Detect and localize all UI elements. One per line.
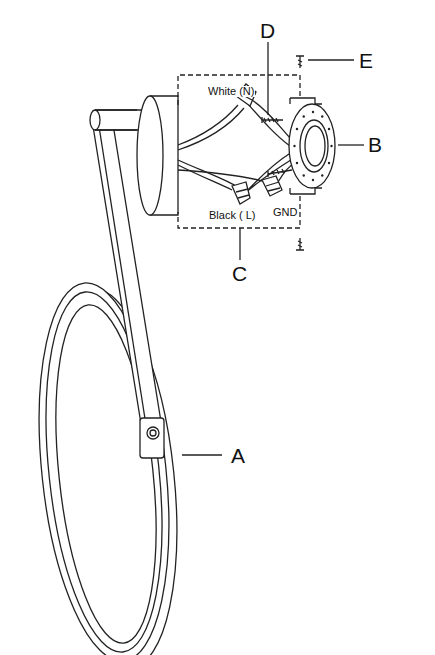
- callout-letter: B: [368, 134, 382, 155]
- callout-letter: A: [231, 445, 245, 466]
- screw-d-lower: [268, 169, 292, 177]
- plate-hole: [321, 174, 323, 176]
- plate-hole: [303, 174, 305, 176]
- leader-a: [182, 454, 222, 455]
- wire-label: Black ( L): [208, 210, 256, 221]
- screw-e: [296, 56, 304, 68]
- screw-e-lower: [296, 238, 304, 250]
- mirror-frame: [22, 277, 185, 655]
- wire-nut-black: [232, 182, 250, 204]
- strap-screw-head: [150, 430, 156, 436]
- mirror-frame-inner: [30, 286, 177, 655]
- plate-holes: [293, 111, 332, 181]
- plate-opening: [300, 120, 328, 172]
- plate-hole: [330, 145, 332, 147]
- white-wire-supply: [248, 100, 292, 146]
- leader-e: [308, 59, 354, 60]
- wire-label: White (N): [207, 86, 255, 97]
- plate-hole: [328, 162, 330, 164]
- leader-b: [338, 144, 364, 145]
- leader-d: [267, 42, 268, 115]
- plate-hole: [293, 145, 295, 147]
- plate-opening-inner: [305, 126, 325, 166]
- plate-hole: [312, 111, 314, 113]
- plate-hole: [296, 128, 298, 130]
- plate-hole: [303, 115, 305, 117]
- white-wire: [178, 105, 244, 150]
- screw-d: [262, 117, 283, 123]
- mounting-plate: [289, 104, 335, 188]
- strap-clamp: [140, 418, 164, 458]
- rod-end: [90, 110, 100, 130]
- plate-hole: [312, 179, 314, 181]
- bracket-c: [178, 75, 300, 228]
- plate-hole: [296, 162, 298, 164]
- mirror-glass: [41, 300, 170, 648]
- strap-screw: [147, 427, 159, 439]
- wire-nut-ridges: [236, 189, 249, 198]
- callout-letter: D: [260, 20, 275, 41]
- plate-hole: [328, 128, 330, 130]
- rod-shaft: [95, 110, 137, 130]
- callout-letter: E: [359, 50, 373, 71]
- ground-wire: [178, 170, 266, 182]
- wire-nut-ridges: [266, 182, 280, 191]
- plate-hole: [321, 115, 323, 117]
- wire-nut-ground: [262, 176, 282, 196]
- canopy-front: [137, 96, 163, 215]
- wire-label: GND: [272, 207, 298, 218]
- leader-c: [239, 228, 240, 260]
- callout-letter: C: [232, 263, 247, 284]
- rod: [95, 110, 145, 130]
